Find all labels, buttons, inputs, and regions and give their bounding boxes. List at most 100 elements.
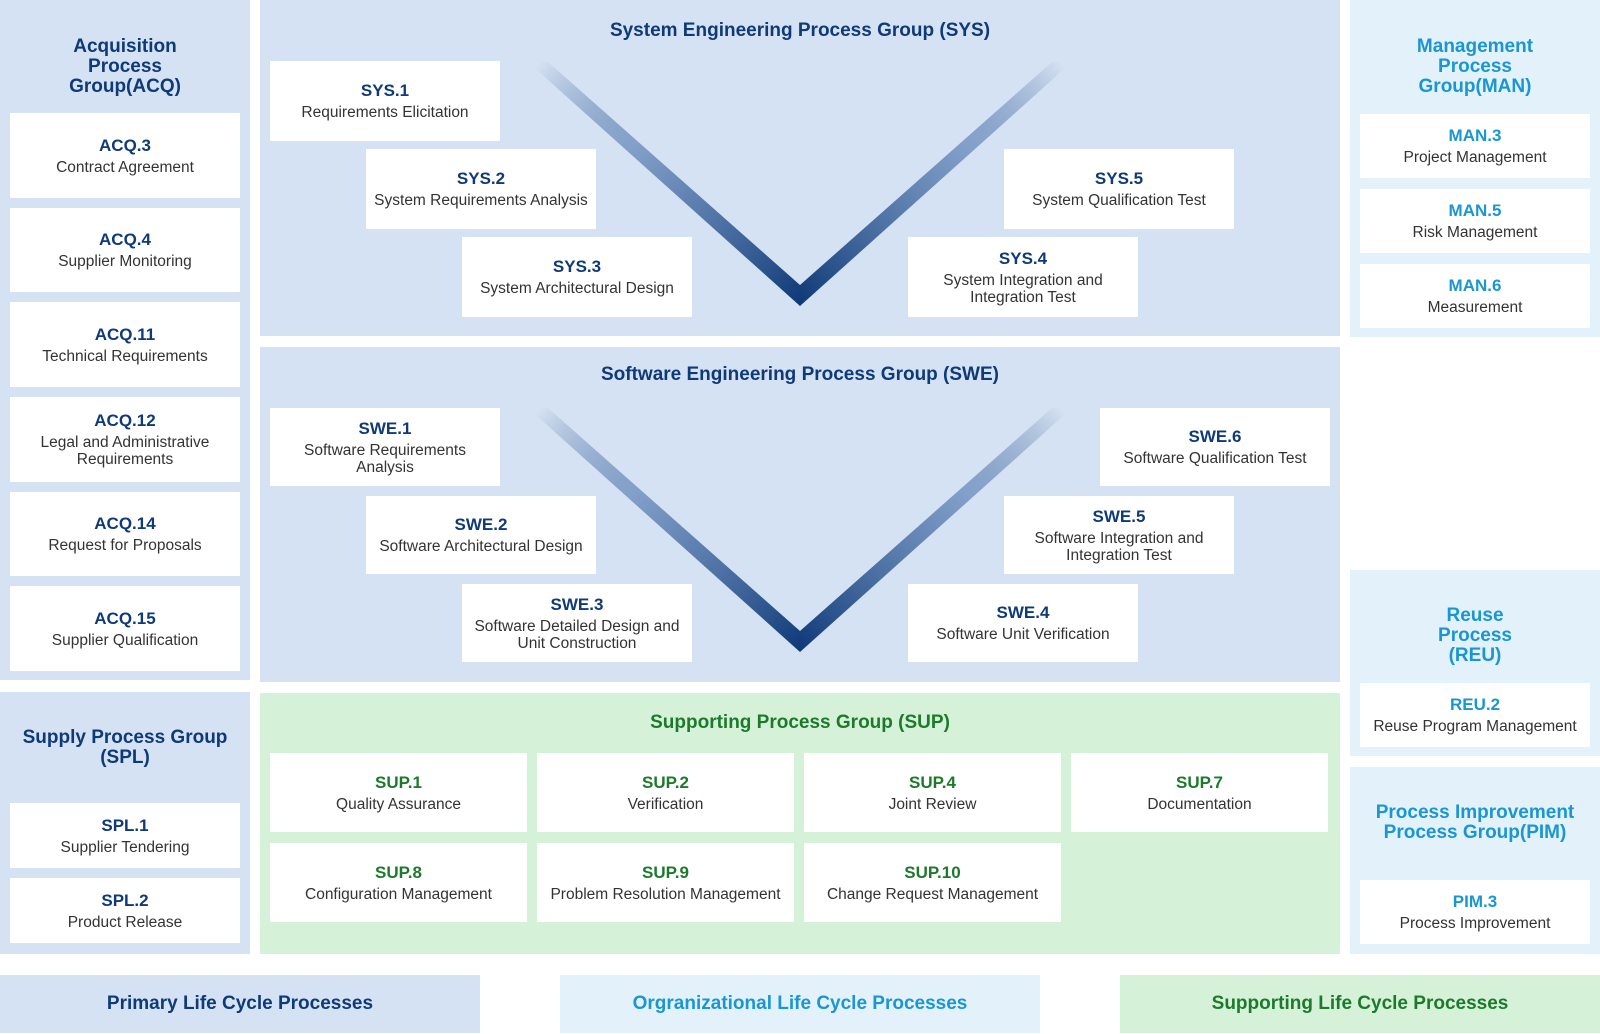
acq-item-acq3: ACQ.3 Contract Agreement: [10, 113, 240, 198]
man-item-man3: MAN.3 Project Management: [1360, 114, 1590, 178]
acq-item-acq4: ACQ.4 Supplier Monitoring: [10, 208, 240, 292]
card-code: SYS.3: [552, 257, 602, 276]
card-name: Verification: [627, 795, 704, 813]
card-name: Project Management: [1403, 149, 1547, 166]
sup-item-sup2: SUP.2 Verification: [537, 753, 794, 832]
sup-item-sup1: SUP.1 Quality Assurance: [270, 753, 527, 832]
reu-title: Reuse Process (REU): [1438, 605, 1512, 666]
card-name: Technical Requirements: [42, 347, 208, 365]
card-name: Requirements Elicitation: [301, 104, 469, 121]
swe-item-swe1: SWE.1 Software Requirements Analysis: [270, 408, 500, 486]
acq-item-acq11: ACQ.11 Technical Requirements: [10, 302, 240, 387]
card-code: SUP.2: [642, 772, 689, 792]
pim-item-pim3: PIM.3 Process Improvement: [1360, 880, 1590, 944]
card-code: SYS.1: [360, 81, 410, 100]
sys-item-sys3: SYS.3 System Architectural Design: [462, 237, 692, 317]
sup-title: Supporting Process Group (SUP): [650, 712, 950, 733]
sys-item-sys1: SYS.1 Requirements Elicitation: [270, 61, 500, 141]
card-name: Product Release: [67, 913, 183, 931]
acq-item-acq15: ACQ.15 Supplier Qualification: [10, 586, 240, 671]
sys-title: System Engineering Process Group (SYS): [609, 20, 991, 41]
card-name: Software Unit Verification: [936, 626, 1110, 643]
spl-item-spl1: SPL.1 Supplier Tendering: [10, 803, 240, 868]
card-code: SYS.5: [1094, 169, 1144, 188]
card-name: System Qualification Test: [1032, 192, 1206, 209]
card-name: System Integration and Integration Test: [943, 271, 1103, 306]
man-item-man6: MAN.6 Measurement: [1360, 264, 1590, 328]
card-code: MAN.3: [1448, 126, 1502, 145]
card-name: Configuration Management: [305, 885, 492, 903]
card-name: Supplier Qualification: [51, 631, 199, 649]
man-item-man5: MAN.5 Risk Management: [1360, 189, 1590, 253]
card-name: Supplier Monitoring: [58, 253, 192, 270]
card-name: Software Qualification Test: [1123, 450, 1307, 467]
card-code: PIM.3: [1452, 892, 1498, 911]
spl-title: Supply Process Group (SPL): [22, 727, 228, 768]
swe-item-swe5: SWE.5 Software Integration and Integrati…: [1004, 496, 1234, 574]
card-code: ACQ.11: [94, 324, 156, 344]
card-code: ACQ.3: [99, 135, 151, 155]
swe-item-swe2: SWE.2 Software Architectural Design: [366, 496, 596, 574]
card-name: Measurement: [1427, 299, 1523, 316]
card-name: System Architectural Design: [480, 280, 674, 297]
card-code: SWE.3: [550, 594, 604, 614]
sup-item-sup10: SUP.10 Change Request Management: [804, 843, 1061, 922]
legend-supporting: Supporting Life Cycle Processes: [1120, 975, 1600, 1033]
card-name: Reuse Program Management: [1373, 718, 1577, 735]
card-code: ACQ.15: [94, 608, 156, 628]
acq-item-acq14: ACQ.14 Request for Proposals: [10, 492, 240, 576]
reu-item-reu2: REU.2 Reuse Program Management: [1360, 683, 1590, 747]
card-code: SPL.1: [101, 815, 149, 835]
card-code: SYS.4: [998, 248, 1048, 268]
card-code: MAN.6: [1448, 276, 1502, 295]
card-code: SUP.9: [642, 862, 689, 882]
card-code: SWE.2: [454, 515, 508, 534]
card-name: Software Requirements Analysis: [304, 441, 466, 476]
card-code: SUP.1: [375, 772, 422, 792]
sys-item-sys4: SYS.4 System Integration and Integration…: [908, 237, 1138, 317]
card-name: Joint Review: [888, 795, 977, 813]
acq-item-acq12: ACQ.12 Legal and Administrative Requirem…: [10, 397, 240, 482]
card-name: Documentation: [1147, 795, 1252, 813]
card-code: SUP.4: [909, 772, 956, 792]
card-code: SYS.2: [456, 169, 506, 188]
card-code: SWE.4: [996, 603, 1050, 622]
card-name: Legal and Administrative Requirements: [40, 434, 210, 468]
card-code: ACQ.12: [94, 411, 156, 430]
card-name: Change Request Management: [826, 885, 1039, 903]
card-name: Request for Proposals: [48, 537, 202, 554]
card-code: SUP.8: [375, 862, 422, 882]
card-name: Quality Assurance: [336, 795, 461, 813]
card-name: Problem Resolution Management: [550, 885, 781, 903]
card-name: Software Detailed Design and Unit Constr…: [474, 617, 680, 652]
card-code: ACQ.4: [99, 230, 151, 249]
sys-item-sys5: SYS.5 System Qualification Test: [1004, 149, 1234, 229]
sup-item-sup9: SUP.9 Problem Resolution Management: [537, 843, 794, 922]
pim-title: Process Improvement Process Group(PIM): [1375, 802, 1575, 843]
acq-title: Acquisition Process Group(ACQ): [69, 36, 181, 97]
swe-item-swe4: SWE.4 Software Unit Verification: [908, 584, 1138, 662]
swe-item-swe3: SWE.3 Software Detailed Design and Unit …: [462, 584, 692, 662]
card-name: Contract Agreement: [56, 158, 194, 176]
sup-item-sup7: SUP.7 Documentation: [1071, 753, 1328, 832]
swe-item-swe6: SWE.6 Software Qualification Test: [1100, 408, 1330, 486]
sup-item-sup4: SUP.4 Joint Review: [804, 753, 1061, 832]
card-code: SUP.10: [904, 862, 961, 882]
sup-item-sup8: SUP.8 Configuration Management: [270, 843, 527, 922]
card-code: SUP.7: [1176, 772, 1223, 792]
card-code: ACQ.14: [94, 514, 156, 533]
legend-primary: Primary Life Cycle Processes: [0, 975, 480, 1033]
card-code: SWE.6: [1188, 427, 1242, 446]
man-title: Management Process Group(MAN): [1416, 36, 1534, 97]
spl-item-spl2: SPL.2 Product Release: [10, 878, 240, 943]
sys-item-sys2: SYS.2 System Requirements Analysis: [366, 149, 596, 229]
card-code: MAN.5: [1448, 201, 1502, 220]
card-code: REU.2: [1449, 695, 1501, 714]
card-code: SPL.2: [101, 890, 149, 910]
card-name: Supplier Tendering: [60, 838, 190, 856]
card-code: SWE.5: [1092, 506, 1146, 526]
card-name: Process Improvement: [1399, 915, 1551, 932]
card-name: Software Architectural Design: [379, 538, 583, 555]
card-name: System Requirements Analysis: [374, 192, 588, 209]
card-code: SWE.1: [358, 418, 412, 438]
